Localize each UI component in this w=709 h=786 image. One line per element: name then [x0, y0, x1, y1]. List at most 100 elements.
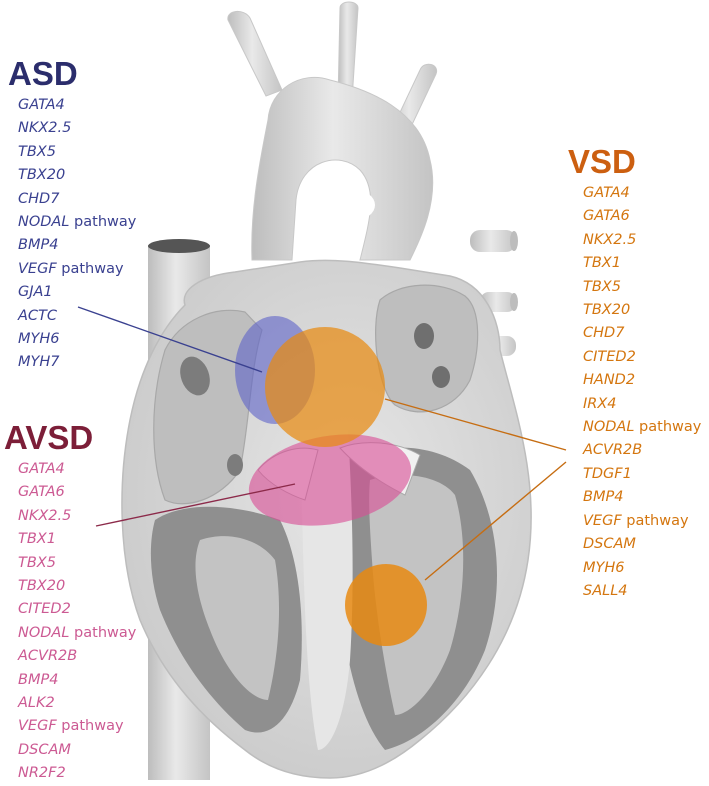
- avsd-marker: [248, 434, 412, 526]
- gene-symbol: TBX5: [18, 143, 56, 160]
- gene-item: BMP4: [583, 486, 701, 509]
- gene-symbol: GATA4: [18, 461, 65, 477]
- gene-symbol: DSCAM: [583, 536, 636, 553]
- gene-symbol: IRX4: [583, 395, 617, 412]
- gene-item: VEGF pathway: [18, 715, 136, 738]
- gene-symbol: TBX5: [18, 554, 56, 571]
- gene-symbol: HAND2: [583, 372, 636, 389]
- gene-symbol: VEGF: [18, 260, 57, 277]
- vena-cava-opening: [148, 239, 210, 253]
- gene-suffix: pathway: [634, 419, 702, 436]
- vsd-leader-line-upper: [384, 398, 567, 451]
- gene-item: GATA6: [18, 481, 136, 504]
- gene-item: NODAL pathway: [18, 622, 136, 645]
- gene-symbol: MYH6: [18, 331, 60, 348]
- gene-symbol: BMP4: [583, 489, 624, 506]
- gene-item: GATA4: [18, 458, 136, 481]
- gene-item: GATA4: [18, 94, 136, 117]
- gene-item: CHD7: [583, 322, 701, 345]
- gene-symbol: TBX1: [583, 255, 621, 272]
- gene-item: IRX4: [583, 393, 701, 416]
- gene-suffix: pathway: [56, 718, 124, 735]
- gene-item: NKX2.5: [583, 229, 701, 252]
- gene-item: GATA4: [583, 182, 701, 205]
- gene-item: TBX5: [583, 276, 701, 299]
- gene-symbol: NKX2.5: [18, 120, 72, 137]
- asd-leader-line: [77, 306, 263, 373]
- right-ventricle-cavity: [195, 536, 280, 700]
- gene-symbol: MYH6: [583, 559, 625, 576]
- gene-symbol: CITED2: [18, 601, 71, 618]
- gene-item: MYH6: [583, 557, 701, 580]
- gene-symbol: ACTC: [18, 307, 58, 324]
- gene-item: MYH7: [18, 351, 136, 374]
- gene-item: BMP4: [18, 234, 136, 257]
- right-atrium-opening: [180, 356, 210, 396]
- gene-symbol: TDGF1: [583, 465, 632, 482]
- avsd-leader-line: [95, 483, 296, 527]
- gene-symbol: VEGF: [583, 512, 622, 529]
- gene-symbol: ALK2: [18, 695, 55, 712]
- gene-item: ALK2: [18, 692, 136, 715]
- gene-suffix: pathway: [621, 512, 689, 529]
- gene-item: ACTC: [18, 305, 136, 328]
- gene-item: HAND2: [583, 369, 701, 392]
- gene-item: CITED2: [18, 598, 136, 621]
- pulmonary-vein-opening-lower: [432, 366, 450, 388]
- gene-item: MYH6: [18, 328, 136, 351]
- gene-symbol: TBX20: [18, 167, 66, 184]
- gene-item: SALL4: [583, 580, 701, 603]
- gene-item: ACVR2B: [583, 439, 701, 462]
- pulmonary-vein-opening-upper: [414, 323, 434, 349]
- gene-item: TBX5: [18, 552, 136, 575]
- vsd-marker-upper: [265, 327, 385, 447]
- gene-item: TBX1: [18, 528, 136, 551]
- aortic-arch-notch: [335, 190, 375, 220]
- gene-symbol: NR2F2: [18, 765, 66, 782]
- gene-item: ACVR2B: [18, 645, 136, 668]
- gene-symbol: ACVR2B: [18, 648, 78, 665]
- gene-item: TBX5: [18, 141, 136, 164]
- vsd-leader-line-lower: [424, 461, 567, 581]
- gene-suffix: pathway: [69, 624, 137, 641]
- gene-symbol: GJA1: [18, 284, 53, 301]
- asd-title: ASD: [8, 55, 78, 92]
- vsd-title: VSD: [568, 143, 636, 180]
- gene-symbol: CHD7: [583, 325, 625, 342]
- gene-symbol: ACVR2B: [583, 442, 643, 459]
- gene-item: BMP4: [18, 669, 136, 692]
- gene-symbol: DSCAM: [18, 741, 71, 758]
- pulmonary-veins: [470, 230, 518, 356]
- coronary-sinus-opening: [227, 454, 243, 476]
- vsd-marker-lower: [345, 564, 427, 646]
- gene-symbol: TBX5: [583, 278, 621, 295]
- gene-item: VEGF pathway: [583, 510, 701, 533]
- gene-item: NR2F2: [18, 762, 136, 785]
- gene-symbol: GATA4: [583, 185, 630, 201]
- gene-symbol: TBX20: [583, 302, 631, 319]
- avsd-title: AVSD: [4, 419, 94, 456]
- gene-symbol: BMP4: [18, 237, 59, 254]
- gene-item: DSCAM: [18, 739, 136, 762]
- gene-symbol: GATA4: [18, 97, 65, 113]
- gene-item: NODAL pathway: [18, 211, 136, 234]
- gene-item: VEGF pathway: [18, 258, 136, 281]
- gene-symbol: TBX1: [18, 531, 56, 548]
- gene-symbol: GATA6: [583, 208, 630, 225]
- gene-item: TBX20: [18, 164, 136, 187]
- gene-item: TBX20: [583, 299, 701, 322]
- gene-symbol: BMP4: [18, 671, 59, 688]
- gene-item: GATA6: [583, 205, 701, 228]
- gene-item: NODAL pathway: [583, 416, 701, 439]
- gene-symbol: NKX2.5: [18, 507, 72, 524]
- gene-item: NKX2.5: [18, 505, 136, 528]
- gene-item: TBX20: [18, 575, 136, 598]
- gene-item: TBX1: [583, 252, 701, 275]
- gene-symbol: GATA6: [18, 484, 65, 501]
